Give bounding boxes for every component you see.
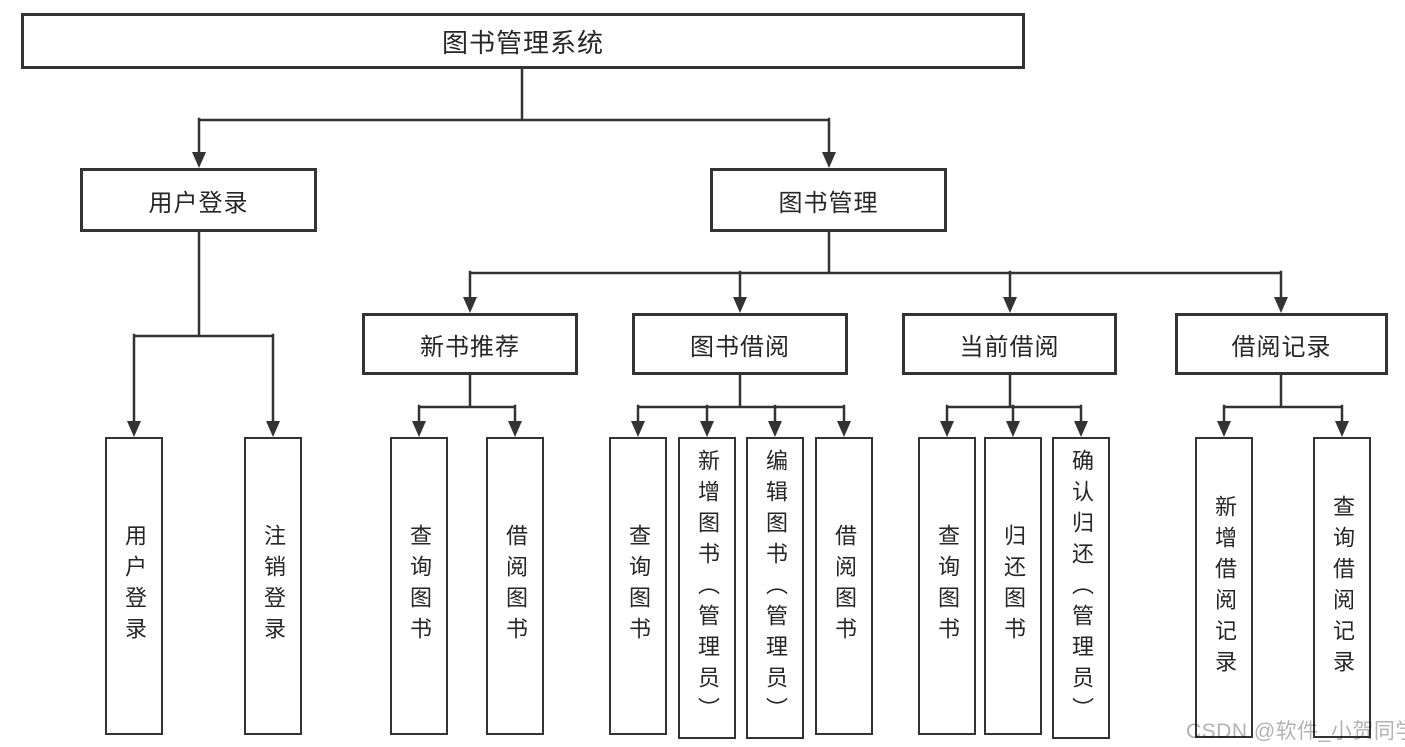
leaf-add-books-admin-label: 新增图书（管理员） bbox=[695, 448, 720, 728]
node-root: 图书管理系统 bbox=[21, 13, 1025, 69]
leaf-query-books-current-label: 查询图书 bbox=[935, 524, 960, 648]
node-borrowing-records: 借阅记录 bbox=[1175, 313, 1388, 375]
leaf-add-borrow-record: 新增借阅记录 bbox=[1195, 437, 1253, 738]
node-borrowing-records-label: 借阅记录 bbox=[1231, 333, 1332, 361]
node-root-label: 图书管理系统 bbox=[441, 27, 604, 58]
watermark-text: CSDN @软件_小贺同学 bbox=[1186, 720, 1405, 743]
leaf-query-books-recommend: 查询图书 bbox=[390, 437, 448, 735]
node-book-management-label: 图书管理 bbox=[778, 189, 879, 217]
leaf-add-books-admin: 新增图书（管理员） bbox=[678, 437, 736, 739]
leaf-add-borrow-record-label: 新增借阅记录 bbox=[1212, 494, 1237, 681]
node-book-management: 图书管理 bbox=[710, 168, 947, 232]
leaf-user-login: 用户登录 bbox=[105, 437, 163, 735]
leaf-logout: 注销登录 bbox=[244, 437, 302, 735]
leaf-return-books-label: 归还图书 bbox=[1001, 524, 1026, 648]
leaf-confirm-return-admin: 确认归还（管理员） bbox=[1052, 437, 1110, 739]
node-new-book-recommendation-label: 新书推荐 bbox=[420, 333, 520, 361]
node-book-borrowing-label: 图书借阅 bbox=[690, 333, 790, 361]
leaf-edit-books-admin: 编辑图书（管理员） bbox=[746, 437, 804, 739]
leaf-query-books-borrow-label: 查询图书 bbox=[626, 524, 651, 648]
leaf-query-books-recommend-label: 查询图书 bbox=[407, 524, 432, 648]
leaf-logout-label: 注销登录 bbox=[261, 524, 286, 648]
leaf-return-books: 归还图书 bbox=[984, 437, 1042, 735]
node-book-borrowing: 图书借阅 bbox=[632, 313, 848, 375]
leaf-borrow-books-recommend: 借阅图书 bbox=[486, 437, 544, 735]
leaf-query-borrow-record-label: 查询借阅记录 bbox=[1330, 494, 1355, 681]
leaf-borrow-books-label: 借阅图书 bbox=[832, 524, 857, 648]
node-user-login-label: 用户登录 bbox=[148, 189, 249, 217]
leaf-query-borrow-record: 查询借阅记录 bbox=[1313, 437, 1371, 738]
leaf-query-books-borrow: 查询图书 bbox=[609, 437, 667, 735]
leaf-edit-books-admin-label: 编辑图书（管理员） bbox=[763, 448, 788, 728]
leaf-borrow-books: 借阅图书 bbox=[815, 437, 873, 735]
node-user-login: 用户登录 bbox=[80, 168, 317, 232]
leaf-borrow-books-recommend-label: 借阅图书 bbox=[503, 524, 528, 648]
leaf-query-books-current: 查询图书 bbox=[918, 437, 976, 735]
leaf-confirm-return-admin-label: 确认归还（管理员） bbox=[1069, 448, 1094, 728]
node-new-book-recommendation: 新书推荐 bbox=[362, 313, 578, 375]
node-current-borrowing: 当前借阅 bbox=[902, 313, 1117, 375]
node-current-borrowing-label: 当前借阅 bbox=[959, 333, 1060, 361]
leaf-user-login-label: 用户登录 bbox=[122, 524, 147, 648]
